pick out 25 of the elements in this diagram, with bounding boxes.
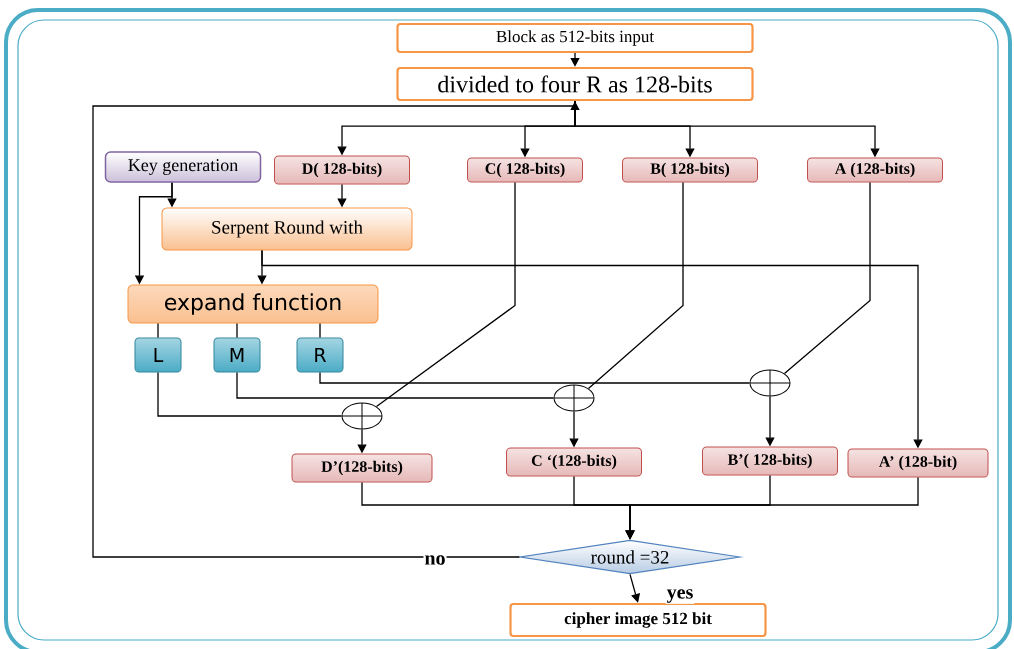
data-box: C( 128-bits) — [467, 157, 583, 183]
data-box: A’ (128-bit) — [847, 448, 989, 478]
xor-symbol — [553, 384, 595, 412]
arrow — [629, 573, 641, 603]
process-box: expand function — [127, 284, 379, 324]
xor-symbol — [749, 369, 791, 397]
process-box: Key generation — [104, 151, 262, 183]
data-box: B’( 128-bits) — [702, 446, 838, 476]
data-box: D’(128-bits) — [291, 453, 433, 483]
edge-label: yes — [665, 588, 695, 604]
process-box: Serpent Round with — [161, 207, 413, 251]
edge-label: no — [423, 554, 447, 566]
data-box: C ‘(128-bits) — [506, 447, 642, 477]
process-box: Block as 512-bits input — [396, 22, 754, 54]
part-box: M — [213, 337, 261, 373]
data-box: B( 128-bits) — [622, 157, 758, 183]
xor-symbol — [341, 402, 383, 430]
arrow — [92, 101, 580, 558]
arrow — [570, 52, 580, 67]
process-box: divided to four R as 128-bits — [396, 66, 754, 102]
data-box: A (128-bits) — [807, 157, 943, 183]
data-box: D( 128-bits) — [274, 155, 410, 185]
part-box: L — [134, 337, 182, 373]
output-box: cipher image 512 bit — [509, 602, 767, 638]
part-box: R — [296, 337, 344, 373]
